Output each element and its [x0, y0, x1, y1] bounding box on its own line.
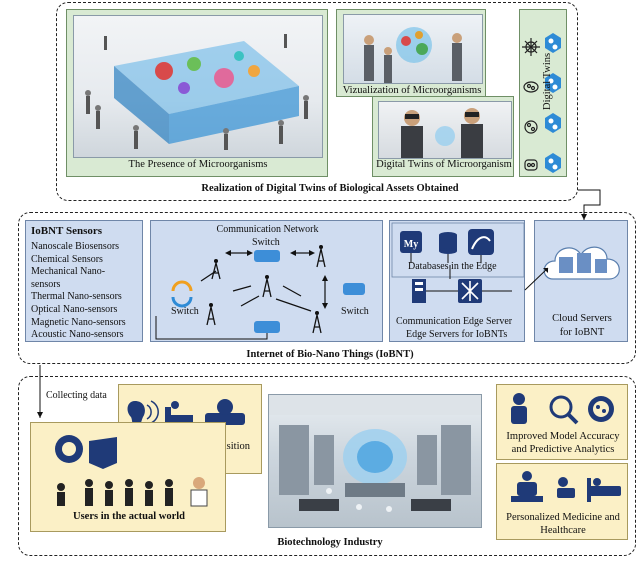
twins-photo-image: [378, 101, 512, 159]
databases-label: Databases in the Edge: [408, 261, 497, 272]
digital-twins-section: [56, 2, 578, 201]
sensor-item: Magnetic Nano-sensors: [31, 316, 126, 328]
realtime-icons: [127, 399, 245, 427]
biotech-section-title: Biotechnology Industry: [277, 537, 383, 548]
medicine-label-1: Personalized Medicine and: [506, 512, 620, 523]
caption-twins: Digital Twins of Microorganism: [376, 159, 512, 170]
caption-presence: The Presence of Microorganisms: [128, 159, 268, 170]
twins-photo-panel: Digital Twins of Microorganism: [372, 96, 514, 177]
iobnt-sensors-panel: IoBNT Sensors Nanoscale Biosensors Chemi…: [25, 220, 143, 342]
visualization-panel: Vizualization of Microorganisms: [336, 9, 486, 97]
users-icons: [55, 435, 208, 507]
iobnt-section: [18, 212, 636, 364]
sensor-item: Chemical Sensors: [31, 253, 103, 265]
biotech-section: [18, 376, 636, 556]
digital-twins-icons: [522, 33, 561, 173]
accuracy-label-1: Improved Model Accuracy: [506, 431, 620, 442]
digital-twins-label: Digital Twins: [542, 52, 553, 110]
users-panel: Users in the actual world: [30, 422, 226, 532]
cloud-servers-label-1: Cloud Servers: [552, 313, 612, 324]
communication-network-title: Communication Network: [216, 224, 319, 235]
caption-visualization: Vizualization of Microorganisms: [342, 85, 482, 96]
iobnt-sensor-list: Nanoscale Biosensors Chemical Sensors Me…: [31, 241, 126, 342]
sensor-item: Thermal Nano-sensors: [31, 291, 122, 303]
cloud-servers-panel: Cloud Servers for IoBNT: [534, 220, 628, 342]
cloud-servers-label-2: for IoBNT: [559, 327, 605, 338]
edge-servers-diagram: My: [391, 222, 525, 303]
sensor-item: Optical Nano-sensors: [31, 303, 118, 315]
collecting-data-label: Collecting data: [46, 390, 107, 401]
digital-twins-section-title: Realization of Digital Twins of Biologic…: [201, 183, 459, 194]
microorganism-lab-image: [73, 15, 323, 158]
biotech-facility-image: [268, 394, 482, 528]
medicine-panel: Personalized Medicine and Healthcare: [496, 463, 628, 540]
switch-label-left: Switch: [171, 306, 199, 317]
cloud-icon: [543, 246, 620, 280]
analytics-icons: [511, 393, 614, 425]
visualization-image: [343, 14, 483, 84]
communication-network-panel: Communication Network: [150, 220, 383, 342]
medicine-icons: [511, 471, 621, 502]
iobnt-sensors-title: IoBNT Sensors: [31, 225, 103, 237]
svg-text:My: My: [404, 239, 418, 250]
sensor-item: Nanoscale Biosensors: [31, 241, 120, 252]
medicine-label-2: Healthcare: [540, 525, 586, 536]
iobnt-section-title: Internet of Bio-Nano Things (IoBNT): [246, 349, 414, 360]
edge-servers-panel: My Databases in the Edge Communication E…: [389, 220, 525, 342]
edge-servers-label: Edge Servers for IoBNTs: [406, 329, 508, 340]
switch-label-top: Switch: [252, 237, 280, 248]
accuracy-label-2: and Predictive Analytics: [511, 444, 615, 455]
sensor-item: Acoustic Nano-sensors: [31, 329, 124, 341]
sensor-item: sensors: [31, 278, 61, 290]
accuracy-panel: Improved Model Accuracy and Predictive A…: [496, 384, 628, 460]
switch-label-right: Switch: [341, 306, 369, 317]
network-diagram: [155, 245, 365, 340]
users-label: Users in the actual world: [73, 511, 185, 522]
digital-twins-column: Digital Twins: [519, 9, 567, 177]
presence-panel: The Presence of Microorganisms: [66, 9, 328, 177]
sensor-item: Mechanical Nano-: [31, 266, 106, 278]
comm-edge-server-label: Communication Edge Server: [396, 316, 513, 327]
